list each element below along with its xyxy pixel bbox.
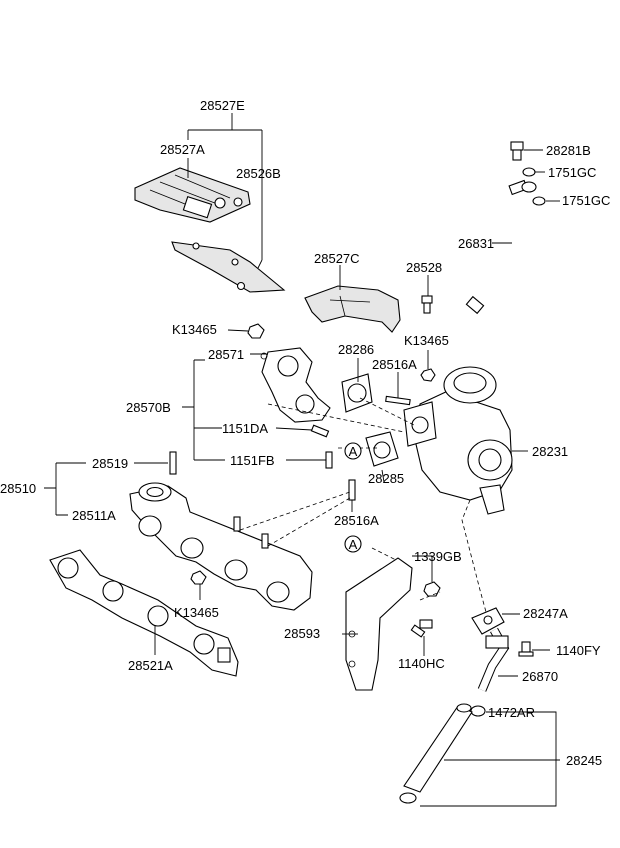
label-1339gb: 1339GB [414,549,462,564]
label-28527c: 28527C [314,251,360,266]
label-28510: 28510 [0,481,36,496]
label-k13465-a: K13465 [172,322,217,337]
label-1140hc: 1140HC [398,656,445,671]
clamp-1472ar-top [470,705,486,717]
gasket-28247a [471,607,505,635]
label-28247a: 28247A [523,606,568,621]
label-28285: 28285 [368,471,404,486]
stud-28516a-top [385,395,411,406]
ref-mark-text: A [349,537,358,552]
leader-lines [44,113,560,807]
ref-mark-text: A [349,444,358,459]
reference-mark-a-1: A [344,442,362,460]
heat-shield-upper [134,167,251,223]
exhaust-elbow [260,347,331,423]
oil-feed-pipe [465,179,528,315]
label-28516a-bottom: 28516A [334,513,379,528]
label-28521a: 28521A [128,658,173,673]
washer-1751gc-b [532,196,546,206]
stud-28516a-bottom [348,479,356,501]
bolt-28281b [510,141,524,161]
exhaust-manifold [129,482,313,611]
reference-mark-a-2: A [344,535,362,553]
washer-1751gc-a [522,167,536,177]
label-26831: 26831 [458,236,494,251]
label-28281b: 28281B [546,143,591,158]
part-labels: 28527E 28527A 28526B 28281B 1751GC 1751G… [0,98,610,768]
oil-drain-pipe [477,627,510,692]
drain-hose [403,703,473,793]
bolt-1140fy [518,641,534,657]
label-k13465-b: K13465 [404,333,449,348]
turbocharger [403,366,513,515]
label-28519: 28519 [92,456,128,471]
stud-1151da [310,424,330,438]
nut-k13465-a [247,323,265,339]
label-1140fy: 1140FY [556,643,601,658]
label-28570b: 28570B [126,400,171,415]
stud-28519 [169,451,177,475]
bolt-1140hc [410,619,433,638]
label-1151da: 1151DA [222,421,268,436]
label-28231: 28231 [532,444,568,459]
heat-protector [304,285,401,333]
label-26870: 26870 [522,669,558,684]
nut-k13465-b [420,368,436,382]
bolt-1339gb [423,581,441,597]
manifold-gasket [49,549,239,677]
label-k13465-c: K13465 [174,605,219,620]
label-28245: 28245 [566,753,602,768]
label-28571: 28571 [208,347,244,362]
label-28527a: 28527A [160,142,205,157]
label-28528: 28528 [406,260,442,275]
label-1751gc-a: 1751GC [548,165,596,180]
turbo-support-bracket [345,557,413,691]
label-28593: 28593 [284,626,320,641]
heat-shield-lower [171,241,286,293]
nut-k13465-c [190,570,207,585]
label-28511a: 28511A [72,508,116,523]
gasket-28285 [365,431,399,467]
stud-1151fb [325,451,333,469]
bolt-28528 [421,295,433,314]
banjo-fitting [521,181,537,193]
label-28526b: 28526B [236,166,281,181]
label-28516a-top: 28516A [372,357,417,372]
gasket-28286 [341,373,373,413]
assembly-dashed-lines [239,397,487,613]
label-28527e: 28527E [200,98,245,113]
label-1151fb: 1151FB [230,453,275,468]
label-1751gc-b: 1751GC [562,193,610,208]
label-28286: 28286 [338,342,374,357]
clamp-1472ar-bottom [399,792,417,804]
label-1472ar: 1472AR [488,705,535,720]
